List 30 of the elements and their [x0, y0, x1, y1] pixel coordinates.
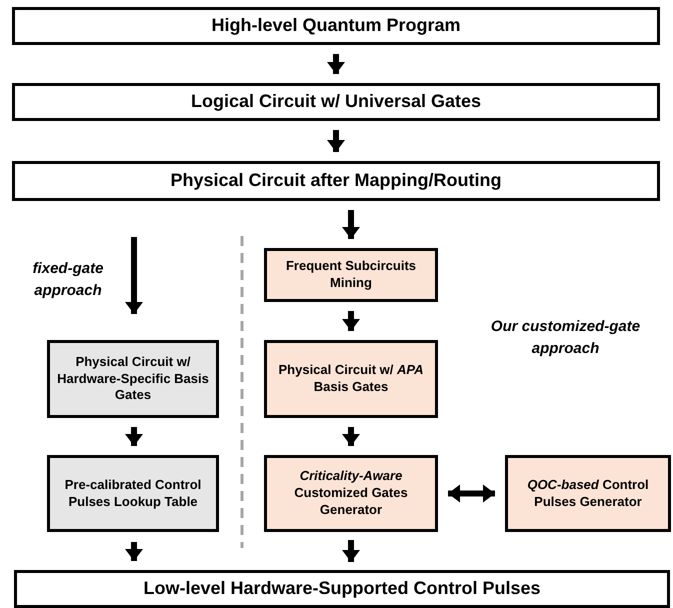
- arrow: [327, 54, 345, 74]
- arrow: [327, 130, 345, 152]
- box-text: QOC-based Control Pulses Generator: [526, 476, 650, 510]
- box-text: Frequent Subcircuits Mining: [284, 258, 418, 292]
- arrow: [342, 311, 360, 331]
- process-box: [14, 570, 670, 608]
- arrow: [342, 210, 360, 239]
- arrow: [125, 427, 143, 446]
- arrow: [448, 484, 495, 502]
- arrow: [125, 542, 143, 561]
- box-text: Low-level Hardware-Supported Control Pulses: [143, 577, 541, 600]
- process-box: [264, 455, 438, 532]
- process-box: [47, 455, 219, 532]
- process-box: [505, 455, 671, 532]
- box-text: Criticality-Aware Customized Gates Generator: [293, 468, 409, 519]
- process-box: [264, 340, 438, 418]
- process-box: [12, 7, 660, 45]
- process-box: [264, 248, 438, 302]
- box-text: Physical Circuit w/ Hardware-Specific Basis Gates: [56, 354, 210, 404]
- box-text: High-level Quantum Program: [211, 14, 461, 38]
- process-box: [47, 340, 219, 418]
- box-text: Pre-calibrated Control Pulses Lookup Table: [64, 476, 202, 510]
- process-box: [12, 83, 660, 121]
- arrow: [125, 237, 143, 314]
- box-text: Logical Circuit w/ Universal Gates: [190, 90, 482, 114]
- box-text: Physical Circuit after Mapping/Routing: [170, 169, 502, 192]
- arrow: [342, 540, 360, 562]
- process-box: [12, 161, 660, 201]
- arrow: [342, 427, 360, 446]
- box-text: Physical Circuit w/ APA Basis Gates: [278, 362, 424, 396]
